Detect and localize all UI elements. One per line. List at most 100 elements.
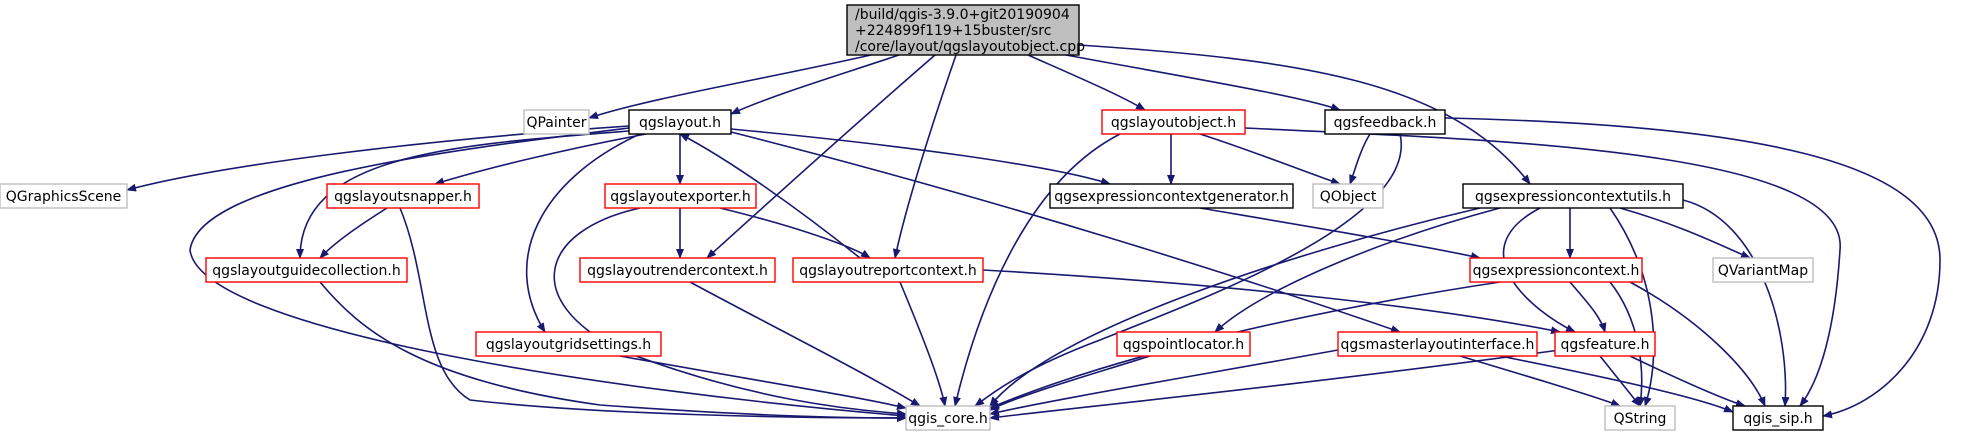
edge-qgsexpressioncontext-to-qgis_sip xyxy=(1629,281,1766,407)
node-qgslayoutsnapper[interactable]: qgslayoutsnapper.h xyxy=(326,183,480,209)
node-qgis_sip[interactable]: qgis_sip.h xyxy=(1732,405,1824,431)
node-box-qgslayoutguidecollection xyxy=(205,257,408,283)
edge-qgslayoutexporter-to-qgis_core xyxy=(553,207,907,418)
node-box-qgsfeature xyxy=(1554,331,1656,357)
node-qvariantmap: QVariantMap xyxy=(1712,257,1814,283)
edge-qgsfeature-to-qstring xyxy=(1599,355,1641,407)
node-qgsexpressioncontextutils[interactable]: qgsexpressioncontextutils.h xyxy=(1462,183,1684,209)
edge-qgslayout-to-qgis_core xyxy=(189,127,907,420)
node-label-qgsexpressioncontext: qgsexpressioncontext.h xyxy=(1473,263,1640,279)
node-qgsexpressioncontext[interactable]: qgsexpressioncontext.h xyxy=(1469,257,1643,283)
edge-qgslayoutguidecollection-to-qgis_core xyxy=(319,281,907,422)
edge-qgslayoutsnapper-to-qgis_core xyxy=(399,207,907,422)
node-qstring: QString xyxy=(1604,405,1676,431)
node-box-qgraphicsscene xyxy=(0,183,128,209)
node-qgsfeature[interactable]: qgsfeature.h xyxy=(1554,331,1656,357)
node-qgspointlocator[interactable]: qgspointlocator.h xyxy=(1116,331,1251,357)
node-box-qgspointlocator xyxy=(1116,331,1251,357)
node-qgsfeedback[interactable]: qgsfeedback.h xyxy=(1324,109,1446,135)
node-box-qgslayout xyxy=(628,109,732,135)
node-box-qgsmasterlayoutinterface xyxy=(1337,331,1538,357)
node-label-qgsfeedback: qgsfeedback.h xyxy=(1334,115,1437,131)
node-label-qgslayoutrendercontext: qgslayoutrendercontext.h xyxy=(587,263,768,279)
edge-qgslayout-to-qgsexpressioncontextgenerator xyxy=(730,128,1111,186)
node-qgslayout[interactable]: qgslayout.h xyxy=(628,109,732,135)
edge-qgslayoutreportcontext-to-qgslayout xyxy=(679,133,861,259)
edge-root-to-qpainter xyxy=(588,54,872,119)
edge-root-to-qgslayoutreportcontext xyxy=(892,54,957,259)
node-qgsmasterlayoutinterface[interactable]: qgsmasterlayoutinterface.h xyxy=(1337,331,1538,357)
edge-qgslayoutreportcontext-to-qgis_core xyxy=(899,281,948,407)
node-box-qgslayoutsnapper xyxy=(326,183,480,209)
node-qgslayoutgridsettings[interactable]: qgslayoutgridsettings.h xyxy=(475,331,662,357)
node-qgsexpressioncontextgenerator[interactable]: qgsexpressioncontextgenerator.h xyxy=(1049,183,1294,209)
node-label-qgslayoutsnapper: qgslayoutsnapper.h xyxy=(334,189,472,205)
edge-qgslayoutreportcontext-to-qgsfeature xyxy=(982,269,1561,335)
node-box-qgslayoutexporter xyxy=(604,183,757,209)
edge-qgslayout-to-qgsmasterlayoutinterface xyxy=(730,131,1401,333)
node-box-qgslayoutgridsettings xyxy=(475,331,662,357)
node-label-qgis_sip: qgis_sip.h xyxy=(1743,411,1812,427)
node-box-qgslayoutobject xyxy=(1101,109,1246,135)
node-label-qgsexpressioncontextutils: qgsexpressioncontextutils.h xyxy=(1475,189,1671,205)
node-box-qgis_core xyxy=(905,405,991,431)
node-box-qgslayoutreportcontext xyxy=(792,257,984,283)
edge-qgsfeedback-to-qgis_sip xyxy=(1444,117,1941,419)
edge-qgsexpressioncontextutils-to-qgis_sip xyxy=(1682,199,1790,407)
node-qgis_core: qgis_core.h xyxy=(905,405,991,431)
edge-qgsfeature-to-qgis_sip xyxy=(1629,355,1746,408)
node-label-qgslayoutreportcontext: qgslayoutreportcontext.h xyxy=(799,263,977,279)
edge-root-to-qgsfeedback xyxy=(1065,54,1341,111)
node-box-qgslayoutrendercontext xyxy=(579,257,776,283)
node-label-qgspointlocator: qgspointlocator.h xyxy=(1123,337,1244,353)
edge-qgslayoutgridsettings-to-qgis_core xyxy=(619,355,907,410)
edge-qgspointlocator-to-qgis_core xyxy=(989,355,1151,411)
node-label-root-line-1: +224899f119+15buster/src xyxy=(855,23,1051,39)
edge-qgslayoutobject-to-qobject xyxy=(1199,133,1341,185)
edge-qgslayout-to-qgraphicsscene xyxy=(126,125,630,192)
edge-root-to-qgslayout xyxy=(730,54,900,115)
nodes-layer: /build/qgis-3.9.0+git20190904+224899f119… xyxy=(0,4,1824,431)
node-box-qgsexpressioncontextgenerator xyxy=(1049,183,1294,209)
node-label-root-line-0: /build/qgis-3.9.0+git20190904 xyxy=(855,7,1070,23)
node-label-qgslayoutguidecollection: qgslayoutguidecollection.h xyxy=(212,263,400,279)
node-qgslayoutobject[interactable]: qgslayoutobject.h xyxy=(1101,109,1246,135)
edge-qgsexpressioncontextutils-to-qvariantmap xyxy=(1619,207,1751,259)
node-box-qobject xyxy=(1312,183,1384,209)
node-box-qpainter xyxy=(523,109,590,135)
node-box-qvariantmap xyxy=(1712,257,1814,283)
node-qgslayoutexporter[interactable]: qgslayoutexporter.h xyxy=(604,183,757,209)
edge-qgsmasterlayoutinterface-to-qgis_sip xyxy=(1499,355,1734,413)
edge-qgsexpressioncontextutils-to-qgspointlocator xyxy=(1214,207,1501,333)
node-label-qgsfeature: qgsfeature.h xyxy=(1561,337,1650,353)
node-label-qgis_core: qgis_core.h xyxy=(908,411,988,427)
node-label-qobject: QObject xyxy=(1320,189,1377,205)
node-root[interactable]: /build/qgis-3.9.0+git20190904+224899f119… xyxy=(846,4,1085,56)
edge-qgslayoutexporter-to-qgslayoutreportcontext xyxy=(719,207,871,259)
node-label-qstring: QString xyxy=(1614,411,1667,427)
node-qgslayoutguidecollection[interactable]: qgslayoutguidecollection.h xyxy=(205,257,408,283)
node-box-qgis_sip xyxy=(1732,405,1824,431)
node-label-qgslayoutexporter: qgslayoutexporter.h xyxy=(610,189,751,205)
node-box-qgsfeedback xyxy=(1324,109,1446,135)
edge-qgsexpressioncontext-to-qgsfeature xyxy=(1569,281,1607,333)
edge-qgslayoutobject-to-qgis_core xyxy=(953,133,1121,407)
edge-root-to-qgsexpressioncontextutils xyxy=(1078,44,1531,185)
node-qgslayoutrendercontext[interactable]: qgslayoutrendercontext.h xyxy=(579,257,776,283)
node-qgslayoutreportcontext[interactable]: qgslayoutreportcontext.h xyxy=(792,257,984,283)
node-qobject: QObject xyxy=(1312,183,1384,209)
node-label-qgslayoutgridsettings: qgslayoutgridsettings.h xyxy=(486,337,651,353)
edge-qgslayoutobject-to-qgis_sip xyxy=(1244,127,1841,407)
edges-layer xyxy=(126,44,1941,422)
node-label-qpainter: QPainter xyxy=(526,115,586,131)
node-label-qgsmasterlayoutinterface: qgsmasterlayoutinterface.h xyxy=(1341,337,1535,353)
edge-qgslayout-to-qgslayoutgridsettings xyxy=(525,133,641,333)
edge-qgsmasterlayoutinterface-to-qgis_core xyxy=(989,349,1339,416)
edge-root-to-qgslayoutobject xyxy=(1027,54,1146,111)
edge-qgslayout-to-qgslayoutsnapper xyxy=(434,133,647,186)
node-label-root-line-2: /core/layout/qgslayoutobject.cpp xyxy=(855,39,1085,55)
edge-qgsexpressioncontextgenerator-to-qgsexpressioncontext xyxy=(1199,207,1481,261)
node-label-qgraphicsscene: QGraphicsScene xyxy=(6,189,122,205)
node-label-qgslayout: qgslayout.h xyxy=(639,115,721,131)
